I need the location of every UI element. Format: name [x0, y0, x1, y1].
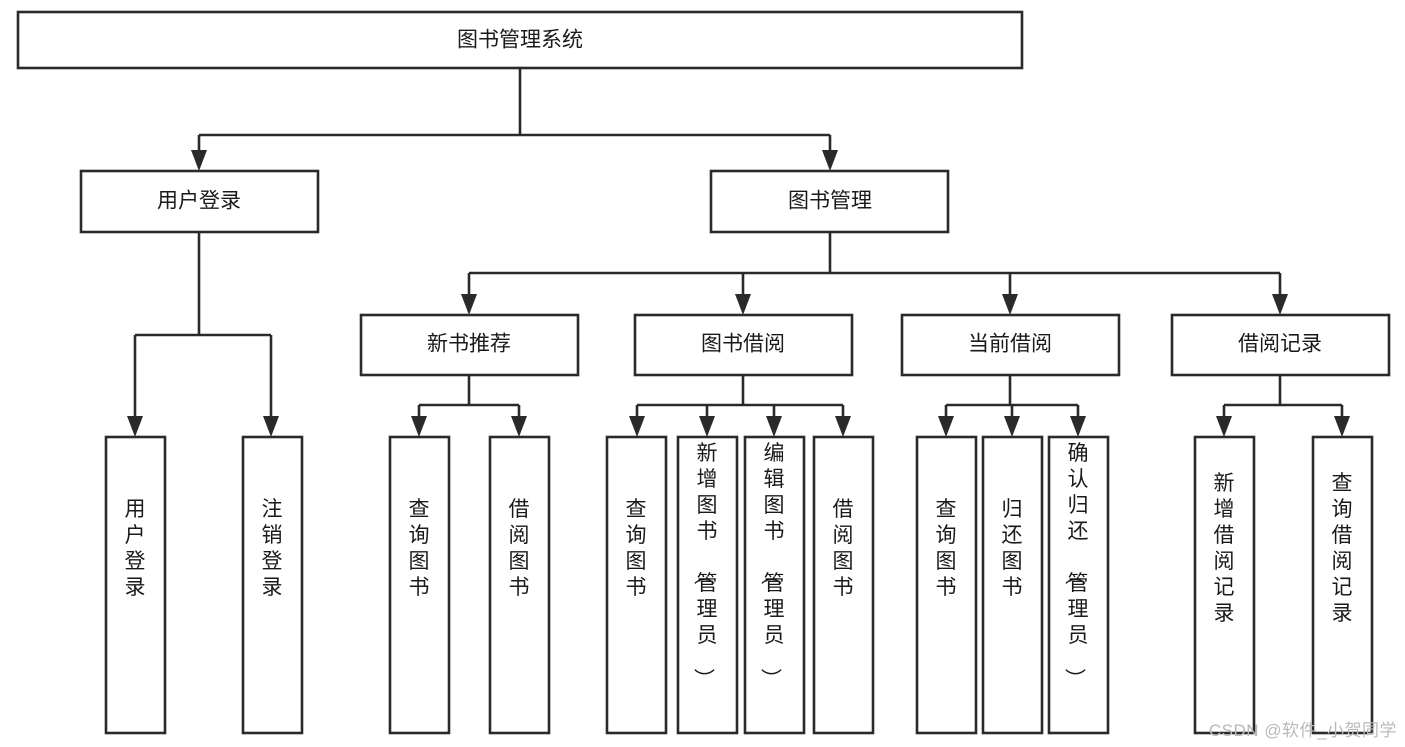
connector-group-root [191, 68, 838, 171]
arrow-bb-leaf-2 [699, 416, 715, 437]
arrow-bb-leaf-1 [629, 416, 645, 437]
node-book-manage-box[interactable] [709, 169, 950, 234]
arrow-bm-to-borrow-record [1272, 294, 1288, 315]
leaf-node-return-book[interactable]: 归还图书 [981, 435, 1044, 735]
leaf-node-add-record[interactable]: 新增借阅记录 [1193, 435, 1256, 735]
leaf-query-book-3-box[interactable] [915, 435, 978, 735]
leaf-node-edit-book[interactable]: 编辑图书（管理员） [743, 435, 806, 735]
connector-group-book-borrow [629, 375, 851, 437]
leaf-user-login-label: 用户登录 [125, 498, 146, 599]
connector-group-borrow-record [1216, 375, 1350, 437]
node-root-label: 图书管理系统 [457, 29, 583, 52]
node-user-login-label: 用户登录 [157, 190, 241, 213]
arrow-root-to-user-login [191, 150, 207, 171]
leaf-query-book-1-box[interactable] [388, 435, 451, 735]
arrow-bm-to-book-borrow [735, 294, 751, 315]
arrow-cb-leaf-1 [938, 416, 954, 437]
leaf-borrow-book-1-box[interactable] [488, 435, 551, 735]
node-current-borrow-label: 当前借阅 [968, 333, 1052, 356]
node-borrow-record-label: 借阅记录 [1238, 333, 1322, 356]
leaf-confirm-return-box[interactable] [1047, 435, 1110, 735]
leaf-logout-box[interactable] [241, 435, 304, 735]
arrow-user-login-leaf-2 [263, 416, 279, 437]
node-current-borrow[interactable]: 当前借阅 [900, 313, 1121, 377]
node-book-borrow-label: 图书借阅 [701, 333, 785, 356]
leaf-node-user-login[interactable]: 用户登录 [104, 435, 167, 735]
leaf-return-book-box[interactable] [981, 435, 1044, 735]
connector-group-user-login [127, 232, 279, 437]
arrow-user-login-leaf-1 [127, 416, 143, 437]
leaf-query-book-2-label: 查询图书 [626, 498, 647, 599]
node-root-box[interactable] [16, 10, 1024, 70]
node-current-borrow-box[interactable] [900, 313, 1121, 377]
arrow-cb-leaf-2 [1004, 416, 1020, 437]
arrow-br-leaf-2 [1334, 416, 1350, 437]
leaf-edit-book-box[interactable] [743, 435, 806, 735]
node-root[interactable]: 图书管理系统 [16, 10, 1024, 70]
leaf-logout-label: 注销登录 [262, 498, 283, 599]
arrow-bm-to-new-book-rec [461, 294, 477, 315]
leaf-query-book-2-box[interactable] [605, 435, 668, 735]
leaf-node-query-book-3[interactable]: 查询图书 [915, 435, 978, 735]
arrow-cb-leaf-3 [1070, 416, 1086, 437]
leaf-node-query-book-1[interactable]: 查询图书 [388, 435, 451, 735]
leaf-query-record-box[interactable] [1311, 435, 1374, 735]
leaf-add-record-label: 新增借阅记录 [1214, 472, 1235, 625]
leaf-add-book-box[interactable] [676, 435, 739, 735]
leaf-borrow-book-2-box[interactable] [812, 435, 875, 735]
leaf-borrow-book-2-label: 借阅图书 [833, 498, 854, 599]
node-book-manage-label: 图书管理 [788, 190, 872, 213]
leaf-node-borrow-book-1[interactable]: 借阅图书 [488, 435, 551, 735]
connector-group-new-book-rec [411, 375, 527, 437]
arrow-bm-to-current-borrow [1002, 294, 1018, 315]
leaf-user-login-box[interactable] [104, 435, 167, 735]
node-new-book-rec-box[interactable] [359, 313, 580, 377]
node-book-borrow-box[interactable] [633, 313, 854, 377]
arrow-nbr-leaf-1 [411, 416, 427, 437]
connector-group-current-borrow [938, 375, 1086, 437]
leaf-node-add-book[interactable]: 新增图书（管理员） [676, 435, 739, 735]
leaf-node-query-book-2[interactable]: 查询图书 [605, 435, 668, 735]
leaf-add-book-label: 新增图书（管理员） [692, 442, 718, 689]
leaf-return-book-label: 归还图书 [1002, 498, 1023, 599]
node-user-login[interactable]: 用户登录 [79, 169, 320, 234]
node-new-book-rec-label: 新书推荐 [427, 333, 511, 356]
leaf-node-query-record[interactable]: 查询借阅记录 [1311, 435, 1374, 735]
node-book-borrow[interactable]: 图书借阅 [633, 313, 854, 377]
node-new-book-rec[interactable]: 新书推荐 [359, 313, 580, 377]
node-user-login-box[interactable] [79, 169, 320, 234]
leaf-edit-book-label: 编辑图书（管理员） [759, 442, 785, 689]
leaf-query-book-3-label: 查询图书 [936, 498, 957, 599]
leaf-node-logout[interactable]: 注销登录 [241, 435, 304, 735]
leaf-query-book-1-label: 查询图书 [409, 498, 430, 599]
arrow-bb-leaf-3 [766, 416, 782, 437]
leaf-query-record-label: 查询借阅记录 [1332, 472, 1353, 625]
node-borrow-record-box[interactable] [1170, 313, 1391, 377]
leaf-node-borrow-book-2[interactable]: 借阅图书 [812, 435, 875, 735]
connector-group-book-manage [461, 232, 1288, 315]
arrow-root-to-book-manage [822, 150, 838, 171]
node-borrow-record[interactable]: 借阅记录 [1170, 313, 1391, 377]
node-book-manage[interactable]: 图书管理 [709, 169, 950, 234]
arrow-bb-leaf-4 [835, 416, 851, 437]
arrow-br-leaf-1 [1216, 416, 1232, 437]
leaf-add-record-box[interactable] [1193, 435, 1256, 735]
leaf-borrow-book-1-label: 借阅图书 [509, 498, 530, 599]
leaf-confirm-return-label: 确认归还（管理员） [1063, 442, 1089, 689]
arrow-nbr-leaf-2 [511, 416, 527, 437]
leaf-node-confirm-return[interactable]: 确认归还（管理员） [1047, 435, 1110, 735]
